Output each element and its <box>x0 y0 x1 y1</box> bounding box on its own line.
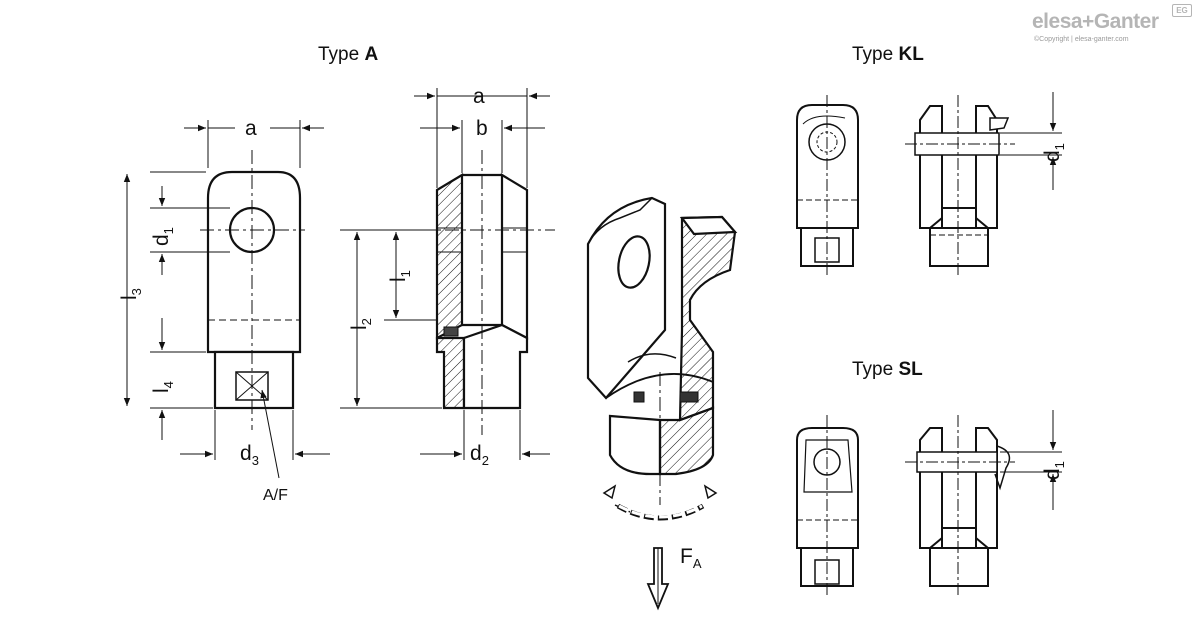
type-sl-front-view <box>796 415 859 595</box>
dim-label-l1: l1 <box>387 270 413 282</box>
dim-label-d3: d3 <box>240 442 259 468</box>
force-arrow <box>646 547 670 611</box>
elesa-ganter-logo: elesa+Ganter EG ©Copyright | elesa-gante… <box>1032 4 1192 50</box>
dim-label-fa: FA <box>680 545 702 571</box>
type-sl-side-view <box>905 415 1015 595</box>
type-a-front-view <box>200 150 305 430</box>
dim-label-b: b <box>476 117 488 140</box>
type-a-side-section <box>395 150 555 435</box>
logo-badge: EG <box>1172 4 1192 17</box>
dim-label-d2: d2 <box>470 442 489 468</box>
title-type-sl: Type SL <box>852 359 923 380</box>
title-type-kl: Type KL <box>852 44 924 65</box>
dim-label-l3: l3 <box>118 288 144 300</box>
dim-label-a-side: a <box>473 85 485 108</box>
rotation-indicator <box>602 484 718 521</box>
logo-copyright: ©Copyright | elesa-ganter.com <box>1034 36 1129 43</box>
dim-label-d1-kl: d1 <box>1041 143 1067 162</box>
logo-brand: elesa+Ganter <box>1032 10 1159 33</box>
dim-label-l2: l2 <box>348 318 374 330</box>
type-kl-side-view <box>905 95 1015 275</box>
type-a-dimension-lines <box>123 120 330 479</box>
dim-label-a-front: a <box>245 117 257 140</box>
type-kl-dimension-lines <box>1000 92 1062 190</box>
dim-label-af: A/F <box>263 487 288 504</box>
type-kl-front-view <box>796 95 859 275</box>
dim-label-d1-front: d1 <box>150 227 176 246</box>
clevis-3d-cutaway <box>586 196 738 505</box>
dim-label-d1-sl: d1 <box>1041 461 1067 480</box>
type-sl-dimension-lines <box>1000 410 1062 510</box>
type-a-side-dimension-lines <box>340 88 550 460</box>
dim-label-l4: l4 <box>150 381 176 393</box>
title-type-a: Type A <box>318 44 378 65</box>
